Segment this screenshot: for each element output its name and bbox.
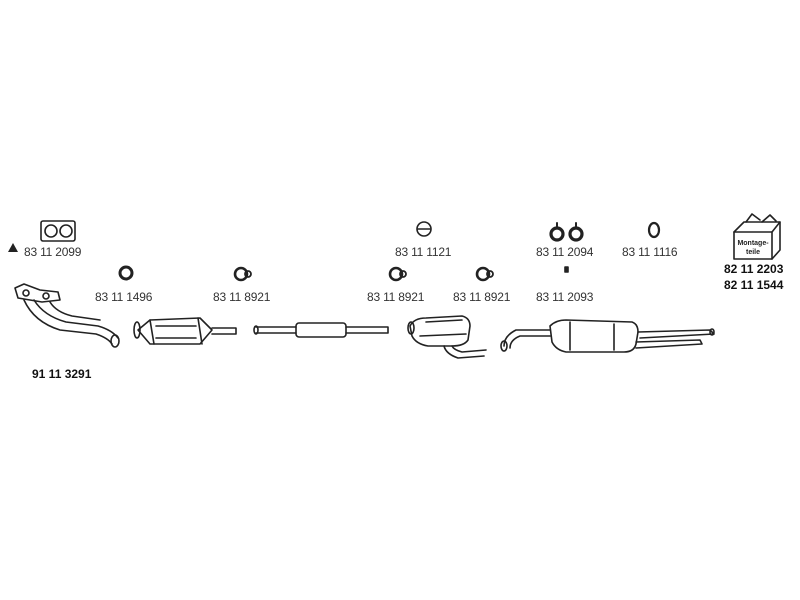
- catalytic-converter-icon: [133, 317, 237, 345]
- small-rubber-icon: [564, 266, 569, 273]
- clamp-icon-3: [475, 266, 494, 282]
- part-number-front-pipe: 91 11 3291: [32, 367, 92, 381]
- front-pipe-icon: [14, 283, 120, 348]
- rubber-ring-icon: [416, 221, 432, 237]
- warning-triangle-icon: [8, 243, 18, 252]
- clamp-icon-2: [388, 266, 407, 282]
- part-number-rubber-mount: 83 11 1116: [622, 245, 678, 259]
- part-number-small-rubber: 83 11 2093: [536, 290, 594, 304]
- part-number-rubber-ring: 83 11 1121: [395, 245, 452, 259]
- part-number-ring-gasket: 83 11 1496: [95, 290, 153, 304]
- front-silencer-icon: [407, 315, 487, 359]
- rubber-mount-pair-icon: [549, 222, 584, 242]
- middle-silencer-icon: [253, 322, 389, 338]
- part-number-clamp-2: 83 11 8921: [367, 290, 425, 304]
- part-number-kit-2: 82 11 1544: [724, 278, 784, 292]
- rubber-mount-icon: [647, 221, 661, 239]
- mounting-kit-box-icon: [733, 213, 781, 260]
- kit-box-text-line-2: teile: [746, 249, 760, 256]
- part-number-kit-1: 82 11 2203: [724, 262, 784, 276]
- ring-gasket-icon: [118, 265, 134, 281]
- part-number-rubber-pair: 83 11 2094: [536, 245, 594, 259]
- manifold-gasket-icon: [40, 220, 76, 242]
- part-number-clamp-1: 83 11 8921: [213, 290, 271, 304]
- part-number-gasket: 83 11 2099: [24, 245, 82, 259]
- rear-silencer-icon: [500, 319, 715, 353]
- clamp-icon-1: [233, 266, 252, 282]
- part-number-clamp-3: 83 11 8921: [453, 290, 511, 304]
- kit-box-text-line-1: Montage-: [737, 240, 769, 247]
